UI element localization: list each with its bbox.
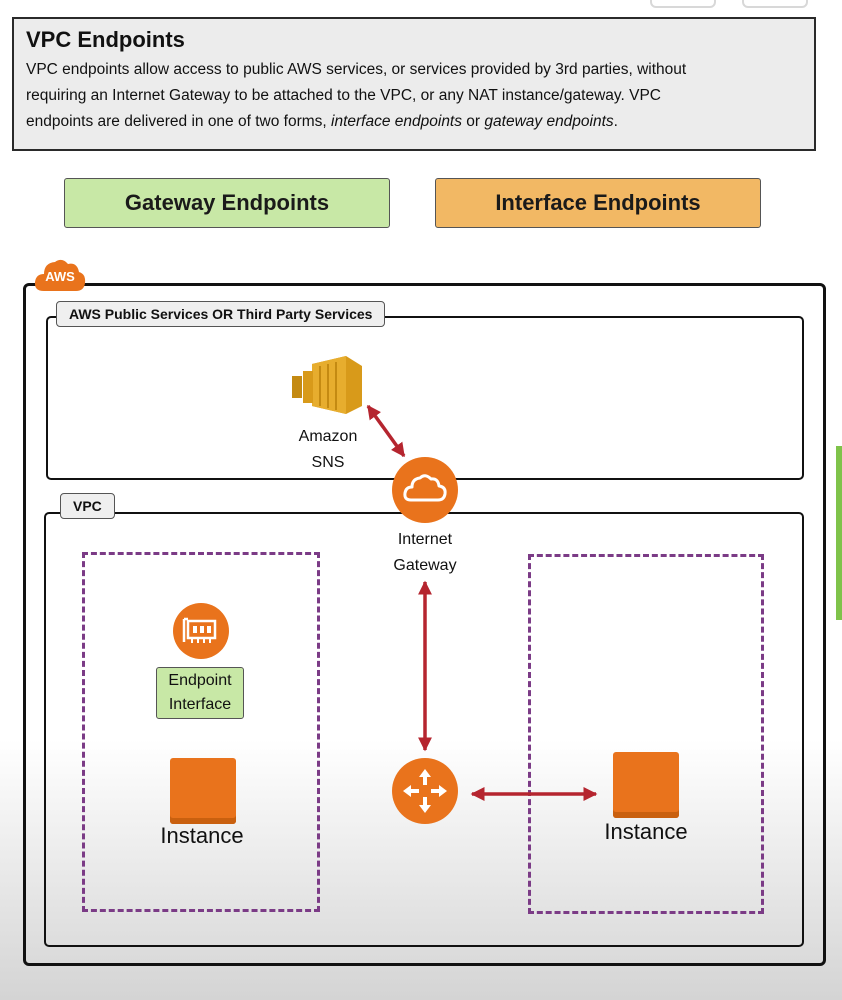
- instance-label-left: Instance: [160, 823, 244, 848]
- gateway-endpoints-tab[interactable]: Gateway Endpoints: [64, 178, 390, 228]
- info-box: VPC Endpoints VPC endpoints allow access…: [12, 17, 816, 151]
- sns-label-line-2: SNS: [311, 454, 345, 471]
- instance-icon-left: [170, 758, 236, 824]
- info-line-1: VPC endpoints allow access to public AWS…: [26, 61, 687, 78]
- sns-label-line-1: Amazon: [298, 428, 358, 445]
- interface-endpoints-tab[interactable]: Interface Endpoints: [435, 178, 761, 228]
- subnet-left: [82, 552, 320, 912]
- vpc-label: VPC: [60, 493, 115, 519]
- interface-endpoints-term: interface endpoints: [331, 113, 462, 130]
- top-tab-stub: [650, 0, 716, 8]
- sns-igw-arrow: [366, 404, 406, 458]
- sns-label: Amazon SNS: [276, 424, 380, 476]
- endpoint-interface-label: Endpoint Interface: [156, 667, 244, 719]
- router-icon: [391, 757, 459, 830]
- gateway-endpoints-term: gateway endpoints: [484, 113, 614, 130]
- top-tab-stub: [742, 0, 808, 8]
- aws-badge-text: AWS: [45, 269, 75, 284]
- info-line-3: endpoints are delivered in one of two fo…: [26, 113, 332, 130]
- info-line-3-end: .: [613, 113, 618, 130]
- side-accent-bar: [836, 446, 842, 620]
- info-description: VPC endpoints allow access to public AWS…: [26, 57, 802, 135]
- aws-cloud-icon: AWS: [34, 257, 86, 293]
- public-services-label: AWS Public Services OR Third Party Servi…: [56, 301, 386, 327]
- info-line-2: requiring an Internet Gateway to be atta…: [26, 87, 661, 104]
- igw-label-line-2: Gateway: [393, 557, 457, 574]
- igw-label-line-1: Internet: [397, 531, 453, 548]
- internet-gateway-label: Internet Gateway: [368, 527, 482, 579]
- endpoint-interface-icon: [172, 602, 230, 665]
- endpoint-label-line-2: Interface: [168, 696, 232, 713]
- instance-icon-right: [613, 752, 679, 818]
- info-line-3-or: or: [462, 113, 485, 130]
- endpoint-label-line-1: Endpoint: [168, 672, 232, 689]
- subnet-right: [528, 554, 764, 914]
- sns-icon: [290, 354, 364, 421]
- instance-label-right: Instance: [604, 819, 688, 844]
- info-title: VPC Endpoints: [26, 27, 185, 52]
- internet-gateway-icon: [391, 456, 459, 529]
- aws-cloud-boundary: [23, 283, 826, 966]
